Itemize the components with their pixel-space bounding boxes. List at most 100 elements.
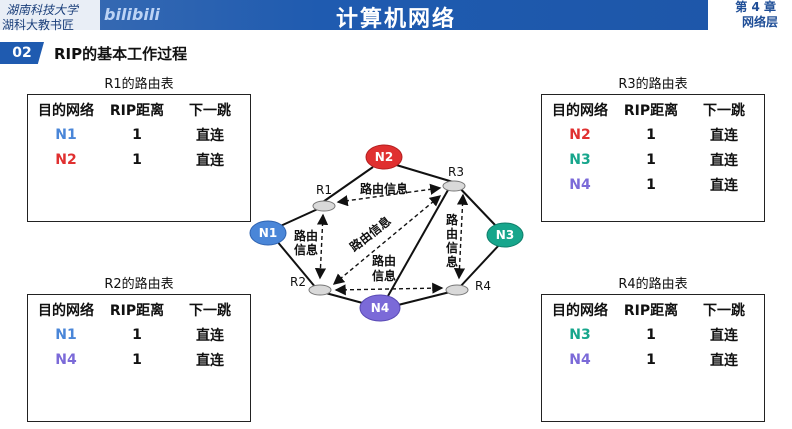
network-topology-diagram: N2 N1 N3 N4 R1 R3 R2 R4 路由信息 路由信息 路由 信息 … bbox=[249, 144, 524, 322]
network-label: N4 bbox=[371, 301, 389, 315]
table-row: N4 1 直连 bbox=[28, 347, 250, 372]
next-cell: 直连 bbox=[196, 327, 224, 344]
link-n4-r4 bbox=[397, 291, 451, 306]
router-r4: R4 bbox=[445, 279, 491, 296]
router-icon bbox=[445, 284, 469, 296]
table-row: N3 1 直连 bbox=[542, 322, 764, 347]
col-dist-header: RIP距离 bbox=[623, 302, 679, 319]
label-top: 路由信息 bbox=[360, 181, 408, 196]
router-icon bbox=[308, 284, 332, 296]
router-r2: R2 bbox=[290, 275, 332, 296]
next-cell: 直连 bbox=[710, 352, 738, 369]
label-right-char2: 由 bbox=[446, 226, 458, 241]
table-header-row: 目的网络 RIP距离 下一跳 bbox=[28, 97, 250, 122]
col-dist-header: RIP距离 bbox=[623, 102, 679, 119]
arrow-r2-r3 bbox=[332, 195, 442, 285]
dest-cell: N2 bbox=[55, 151, 77, 168]
dist-cell: 1 bbox=[646, 176, 656, 193]
col-dest-header: 目的网络 bbox=[38, 302, 94, 319]
router-label: R4 bbox=[475, 279, 491, 293]
network-n2: N2 bbox=[365, 144, 403, 170]
network-label: N1 bbox=[259, 226, 277, 240]
network-n4: N4 bbox=[359, 294, 401, 322]
router-icon bbox=[442, 180, 466, 192]
dist-cell: 1 bbox=[132, 351, 142, 368]
router-r3: R3 bbox=[442, 165, 466, 192]
col-dest-header: 目的网络 bbox=[38, 102, 94, 119]
next-cell: 直连 bbox=[196, 352, 224, 369]
link-n1-r2 bbox=[275, 239, 317, 289]
label-left-line1: 路由 bbox=[294, 228, 318, 243]
cloud-icon bbox=[486, 222, 524, 248]
table-row: N4 1 直连 bbox=[542, 347, 764, 372]
label-left-line2: 信息 bbox=[294, 242, 318, 257]
link-n1-r1 bbox=[275, 207, 321, 229]
network-n3: N3 bbox=[486, 222, 524, 248]
table-row: N3 1 直连 bbox=[542, 147, 764, 172]
dist-cell: 1 bbox=[646, 151, 656, 168]
logo-text-university: 湖南科技大学 bbox=[6, 3, 79, 17]
dest-cell: N2 bbox=[569, 126, 591, 143]
page-title: 计算机网络 bbox=[335, 7, 456, 32]
label-right-char4: 息 bbox=[446, 254, 458, 269]
arrow-r1-r2 bbox=[314, 213, 329, 280]
table-row: N2 1 直连 bbox=[542, 122, 764, 147]
label-right-char3: 信 bbox=[446, 240, 458, 255]
arrow-r3-r4 bbox=[453, 193, 469, 280]
table-header-row: 目的网络 RIP距离 下一跳 bbox=[542, 297, 764, 322]
dist-cell: 1 bbox=[132, 126, 142, 143]
dest-cell: N3 bbox=[569, 151, 591, 168]
logo-text-channel: 湖科大教书匠 bbox=[2, 18, 75, 32]
network-label: N2 bbox=[375, 150, 393, 164]
header-bar: 湖南科技大学 湖科大教书匠 bilibili 计算机网络 第 4 章 网络层 bbox=[0, 0, 792, 32]
r3-routing-table: 目的网络 RIP距离 下一跳 N2 1 直连 N3 1 直连 N4 1 直连 bbox=[541, 94, 765, 222]
chapter-badge: 第 4 章 网络层 bbox=[708, 0, 792, 30]
dist-cell: 1 bbox=[646, 326, 656, 343]
cloud-icon bbox=[365, 144, 403, 170]
dest-cell: N3 bbox=[569, 326, 591, 343]
university-logo: 湖南科技大学 湖科大教书匠 bbox=[0, 0, 100, 32]
table-header-row: 目的网络 RIP距离 下一跳 bbox=[542, 97, 764, 122]
dest-cell: N4 bbox=[569, 176, 591, 193]
dest-cell: N1 bbox=[55, 126, 77, 143]
table-header-row: 目的网络 RIP距离 下一跳 bbox=[28, 297, 250, 322]
router-label: R1 bbox=[316, 183, 332, 197]
table-row: N2 1 直连 bbox=[28, 147, 250, 172]
r3-table-label: R3的路由表 bbox=[618, 77, 688, 92]
section-title: RIP的基本工作过程 bbox=[54, 45, 188, 63]
dest-cell: N1 bbox=[55, 326, 77, 343]
network-label: N3 bbox=[496, 228, 514, 242]
table-row: N1 1 直连 bbox=[28, 122, 250, 147]
dest-cell: N4 bbox=[55, 351, 77, 368]
col-next-header: 下一跳 bbox=[703, 102, 745, 119]
next-cell: 直连 bbox=[196, 152, 224, 169]
label-mid-line2: 信息 bbox=[372, 268, 396, 283]
col-dist-header: RIP距离 bbox=[109, 102, 165, 119]
dist-cell: 1 bbox=[646, 126, 656, 143]
label-mid-line1: 路由 bbox=[372, 253, 396, 268]
col-dist-header: RIP距离 bbox=[109, 302, 165, 319]
table-row: N1 1 直连 bbox=[28, 322, 250, 347]
r2-table-label: R2的路由表 bbox=[104, 277, 174, 292]
network-n1: N1 bbox=[249, 220, 287, 246]
r4-routing-table: 目的网络 RIP距离 下一跳 N3 1 直连 N4 1 直连 bbox=[541, 294, 765, 422]
routing-info-arrows bbox=[314, 183, 469, 296]
label-right-char1: 路 bbox=[446, 212, 459, 227]
router-label: R2 bbox=[290, 275, 306, 289]
col-next-header: 下一跳 bbox=[703, 302, 745, 319]
r1-routing-table: 目的网络 RIP距离 下一跳 N1 1 直连 N2 1 直连 bbox=[27, 94, 251, 222]
next-cell: 直连 bbox=[710, 177, 738, 194]
chapter-number: 第 4 章 bbox=[735, 0, 776, 14]
col-next-header: 下一跳 bbox=[189, 302, 231, 319]
r2-routing-table: 目的网络 RIP距离 下一跳 N1 1 直连 N4 1 直连 bbox=[27, 294, 251, 422]
dist-cell: 1 bbox=[132, 326, 142, 343]
dist-cell: 1 bbox=[132, 151, 142, 168]
dest-cell: N4 bbox=[569, 351, 591, 368]
arrow-r2-r4 bbox=[334, 282, 444, 296]
dist-cell: 1 bbox=[646, 351, 656, 368]
r1-table-label: R1的路由表 bbox=[104, 77, 174, 92]
link-n4-r3 bbox=[387, 189, 449, 297]
next-cell: 直连 bbox=[196, 127, 224, 144]
router-icon bbox=[312, 200, 336, 212]
section-number-badge: 02 bbox=[0, 42, 44, 64]
